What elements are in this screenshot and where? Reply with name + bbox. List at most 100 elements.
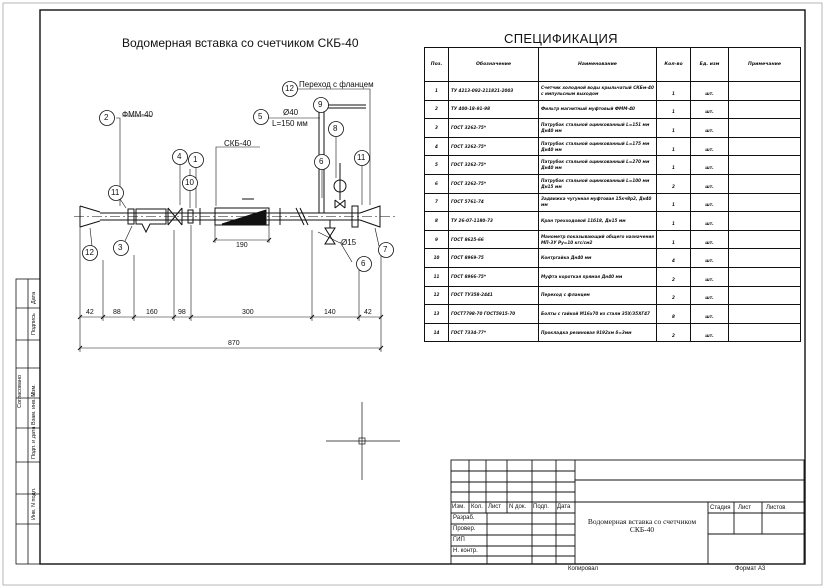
spec-designation: ГОСТ 5761-74 [448, 192, 539, 213]
spec-unit-text: шт. [705, 146, 714, 152]
meter-wedge [221, 209, 267, 225]
spec-name: Патрубок стальной оцинкованный L=270 мм … [538, 155, 657, 175]
spec-designation-text: ГОСТ 3262-75* [451, 124, 487, 130]
spec-header-unit: Ед. изм [690, 47, 729, 82]
spec-qty-text: 2 [672, 295, 675, 301]
stamp-col-ndok: N док. [509, 504, 527, 510]
grade-marker [317, 231, 341, 244]
spec-qty-text: 1 [672, 220, 675, 226]
margin-podp-data: Подп. и дата [31, 426, 37, 459]
spec-qty: 2 [656, 285, 691, 306]
spec-name-text: Патрубок стальной оцинкованный L=151 мм … [541, 121, 650, 133]
label-fmm: ФММ-40 [122, 110, 153, 119]
spec-designation: ГОСТ ТУ358-2441 [448, 285, 539, 306]
spec-unit: шт. [690, 155, 729, 175]
spec-pos: 3 [424, 118, 449, 138]
spec-designation-text: ГОСТ 7334-77* [451, 329, 487, 335]
spec-qty: 4 [656, 248, 691, 268]
spec-header-pos: Поз. [424, 47, 449, 82]
stamp-col-data: Дата [557, 504, 571, 510]
spec-unit-text: шт. [705, 165, 714, 171]
spec-pos: 5 [424, 155, 449, 175]
spec-qty: 1 [656, 81, 691, 101]
crosshair-marker [326, 402, 400, 480]
spec-pos: 2 [424, 99, 449, 120]
spec-note [728, 173, 801, 194]
spec-pos: 12 [424, 285, 449, 306]
spec-pos-text: 6 [435, 180, 438, 186]
callout-12-right: 12 [285, 84, 294, 93]
spec-unit: шт. [690, 229, 729, 250]
stamp-sheet: Лист [738, 505, 752, 511]
spec-name: Фильтр магнитный муфтовый ФММ-40 [538, 99, 657, 120]
spec-designation: ГОСТ 3262-75* [448, 173, 539, 194]
spec-designation: ГОСТ 8969-75 [448, 248, 539, 268]
spec-name-text: Патрубок стальной оцинкованный L=100 мм … [541, 177, 650, 189]
spec-unit-text: шт. [705, 202, 714, 208]
spec-qty-text: 1 [672, 239, 675, 245]
spec-header-note: Примечание [728, 47, 801, 82]
spec-qty-text: 2 [672, 276, 675, 282]
spec-designation-text: ГОСТ 8966-75* [451, 273, 487, 279]
margin-date: Дата [31, 291, 37, 304]
spec-pos: 7 [424, 192, 449, 213]
spec-note [728, 118, 801, 138]
callout-circles [82, 81, 394, 272]
spec-name: Патрубок стальной оцинкованный L=151 мм … [538, 118, 657, 138]
dim-160: 160 [146, 309, 158, 316]
spec-unit-text: шт. [705, 276, 714, 282]
spec-name: Задвижка чугунная муфтовая 15кч8р2, Дн40… [538, 192, 657, 213]
spec-name: Болты с гайкой М16х70 из стали 35Х/35ХГ4… [538, 304, 657, 324]
spec-pos: 14 [424, 322, 449, 343]
left-margin-stamp [15, 278, 41, 565]
spec-note [728, 285, 801, 306]
spec-name-text: Муфта короткая прямая Дн40 мм [541, 273, 623, 279]
spec-pos-text: 5 [435, 162, 438, 168]
stamp-col-izm: Изм. [452, 504, 465, 510]
spec-qty: 1 [656, 192, 691, 213]
title-block [450, 459, 805, 565]
margin-podpis: Подпись [31, 313, 37, 335]
spec-pos: 9 [424, 229, 449, 250]
spec-qty: 1 [656, 136, 691, 157]
spec-name: Счетчик холодной воды крыльчатый СКБм-40… [538, 81, 657, 101]
spec-designation-text: ГОСТ 3262-75* [451, 162, 487, 168]
margin-inv-podl: Инв. N подл. [31, 487, 37, 520]
spec-designation-text: ГОСТ 3262-75* [451, 143, 487, 149]
spec-pos-text: 1 [435, 87, 438, 93]
spec-qty-text: 1 [672, 146, 675, 152]
callout-9: 9 [318, 100, 323, 109]
spec-unit: шт. [690, 285, 729, 306]
spec-qty-text: 1 [672, 90, 675, 96]
spec-unit-text: шт. [705, 313, 714, 319]
spec-qty-text: 2 [672, 183, 675, 189]
spec-designation-text: ГОСТ 8625-66 [451, 236, 484, 242]
spec-designation: ГОСТ 7334-77* [448, 322, 539, 343]
spec-qty: 1 [656, 155, 691, 175]
stamp-title: Водомерная вставка со счетчиком СКБ-40 [587, 517, 697, 534]
spec-name: Патрубок стальной оцинкованный L=175 мм … [538, 136, 657, 157]
callout-10: 10 [185, 178, 194, 187]
dim-300: 300 [242, 309, 254, 316]
spec-qty: 2 [656, 322, 691, 343]
pressure-gauge [333, 179, 347, 193]
spec-qty: 1 [656, 229, 691, 250]
spec-qty-text: 8 [672, 313, 675, 319]
spec-unit: шт. [690, 192, 729, 213]
spec-designation: ТУ 400-18-91-98 [448, 99, 539, 120]
spec-qty: 8 [656, 304, 691, 324]
spec-unit: шт. [690, 266, 729, 287]
callout-11-left: 11 [111, 188, 120, 197]
spec-designation: ТУ 4213-092-211821-2003 [448, 81, 539, 101]
spec-qty: 2 [656, 266, 691, 287]
spec-name-text: Манометр показывающий общего назначения … [541, 233, 654, 245]
spec-designation: ГОСТ 3262-75* [448, 155, 539, 175]
spec-qty-text: 1 [672, 127, 675, 133]
magnetic-filter [135, 208, 167, 234]
